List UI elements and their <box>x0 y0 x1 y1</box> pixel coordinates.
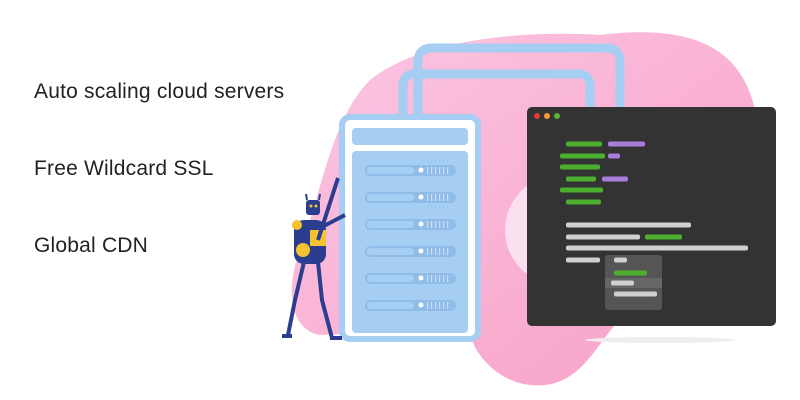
server-vent <box>435 194 437 201</box>
server-vent <box>439 194 441 201</box>
code-line <box>611 280 634 286</box>
server-vent <box>439 275 441 282</box>
server-vent <box>431 248 433 255</box>
code-line <box>608 141 645 147</box>
server-led <box>418 167 424 173</box>
code-line <box>566 199 601 205</box>
feature-wildcard-ssl: Free Wildcard SSL <box>34 157 214 180</box>
code-line <box>560 187 603 193</box>
code-line <box>566 176 596 182</box>
server-vent <box>443 221 445 228</box>
server-vent <box>427 302 429 309</box>
server-vent <box>443 167 445 174</box>
code-line <box>602 176 628 182</box>
server-vent <box>435 302 437 309</box>
server-vent <box>443 248 445 255</box>
terminal-window-icon <box>527 107 776 326</box>
server-vent <box>431 167 433 174</box>
feature-auto-scaling: Auto scaling cloud servers <box>34 80 285 103</box>
server-vent <box>447 302 449 309</box>
server-vent <box>439 221 441 228</box>
server-vent <box>427 194 429 201</box>
code-line <box>560 153 605 159</box>
server-vent <box>447 194 449 201</box>
code-line <box>566 234 640 240</box>
robot-illustration <box>282 177 346 340</box>
server-vent <box>431 302 433 309</box>
server-slot-bay <box>367 275 414 282</box>
server-led <box>418 221 424 227</box>
server-slot-bay <box>367 248 414 255</box>
server-vent <box>443 194 445 201</box>
server-led <box>418 248 424 254</box>
server-led <box>418 194 424 200</box>
code-line <box>614 257 627 263</box>
server-vent <box>447 248 449 255</box>
server-slot-bay <box>367 221 414 228</box>
code-line <box>614 270 647 276</box>
server-vent <box>439 302 441 309</box>
server-vent <box>443 302 445 309</box>
server-vent <box>447 167 449 174</box>
server-vent <box>435 248 437 255</box>
server-vent <box>431 275 433 282</box>
code-line <box>645 234 682 240</box>
server-vent <box>447 275 449 282</box>
code-line <box>560 164 600 170</box>
server-vent <box>439 167 441 174</box>
network-pipes <box>398 43 625 118</box>
server-vent <box>427 275 429 282</box>
code-line <box>566 222 691 228</box>
code-line <box>614 291 657 297</box>
server-vent <box>439 248 441 255</box>
server-vent <box>427 221 429 228</box>
server-slot-bay <box>367 302 414 309</box>
code-line <box>566 245 748 251</box>
server-vent <box>427 167 429 174</box>
server-vent <box>427 248 429 255</box>
server-led <box>418 302 424 308</box>
server-led <box>418 275 424 281</box>
server-slot-bay <box>367 194 414 201</box>
server-vent <box>435 221 437 228</box>
server-vent <box>447 221 449 228</box>
cloud-server-icon <box>339 114 481 342</box>
server-vent <box>443 275 445 282</box>
server-vent <box>431 194 433 201</box>
code-line <box>608 153 620 159</box>
server-vent <box>435 275 437 282</box>
code-line <box>566 141 602 147</box>
server-vent <box>435 167 437 174</box>
code-line <box>566 257 600 263</box>
feature-global-cdn: Global CDN <box>34 234 149 257</box>
server-vent <box>431 221 433 228</box>
server-slot-bay <box>367 167 414 174</box>
